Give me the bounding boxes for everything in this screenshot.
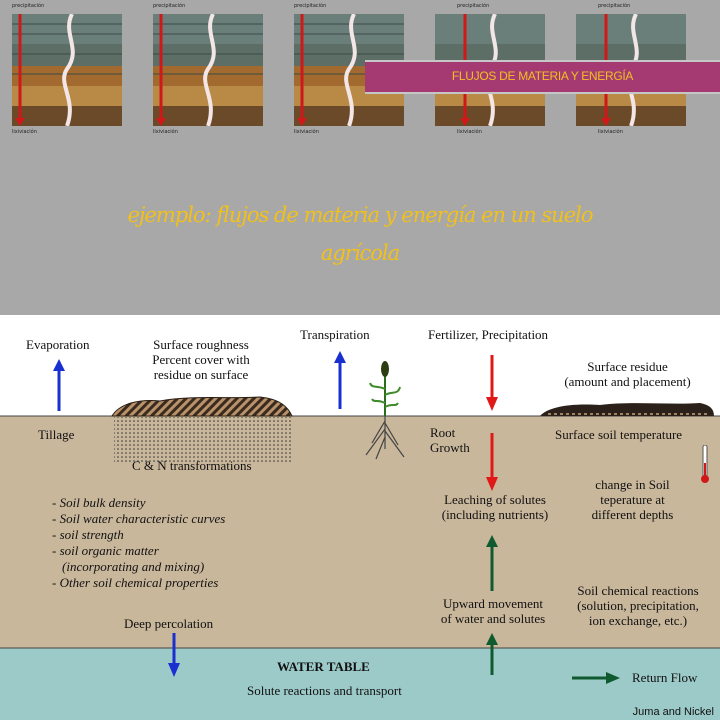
- slide-title-line-2: agrícola: [320, 241, 400, 265]
- figure-credit: Juma and Nickel: [632, 706, 714, 718]
- cn-transformations-label: C & N transformations: [132, 458, 252, 473]
- thumbnail-bottom-caption: lixiviación: [294, 129, 319, 135]
- deep-percolation-arrow-icon: [168, 633, 180, 677]
- thumbnail-top-caption: precipitación: [294, 3, 327, 9]
- surface-soil-temperature-label: Surface soil temperature: [555, 427, 683, 442]
- slide-title: ejemplo: flujos de materia y energía en …: [90, 196, 630, 272]
- soil-chemical-reactions-label: Soil chemical reactions (solution, preci…: [577, 583, 699, 628]
- thumbnail-top-caption: precipitación: [12, 3, 45, 9]
- soil-profile-image: [12, 14, 122, 126]
- thumbnail-top-caption: precipitación: [457, 3, 490, 9]
- soil-properties-list: - Soil bulk density - Soil water charact…: [52, 495, 226, 590]
- root-growth-label: Root Growth: [430, 425, 470, 455]
- thumbnail-top-caption: precipitación: [598, 3, 631, 9]
- diagram-background: [0, 315, 720, 720]
- evaporation-arrow-icon: [53, 359, 65, 411]
- evaporation-label: Evaporation: [26, 337, 90, 352]
- leaching-label: Leaching of solutes (including nutrients…: [441, 492, 549, 522]
- surface-roughness-label: Surface roughness Percent cover with res…: [152, 337, 250, 382]
- thumbnail-top-caption: precipitación: [153, 3, 186, 9]
- plant-icon: [365, 361, 405, 460]
- water-table-label: WATER TABLE: [277, 659, 370, 674]
- soil-profile-image: [153, 14, 263, 126]
- leaching-arrow-icon: [486, 433, 498, 491]
- soil-profile-thumbnail: precipitación lixiviación: [4, 4, 128, 150]
- banner-title: FLUJOS DE MATERIA Y ENERGÍA: [451, 69, 634, 83]
- thumbnail-bottom-caption: lixiviación: [598, 129, 623, 135]
- soil-temperature-depth-label: change in Soil teperature at different d…: [591, 477, 674, 522]
- fertilizer-arrow-icon: [486, 355, 498, 411]
- slide-header: precipitación lixiviación precipitación: [0, 0, 720, 315]
- soil-flux-diagram: Evaporation Surface roughness Percent co…: [0, 315, 720, 720]
- thumbnail-bottom-caption: lixiviación: [457, 129, 482, 135]
- capillary-rise-arrow-icon: [486, 633, 498, 675]
- return-flow-label: Return Flow: [632, 670, 698, 685]
- surface-residue-label: Surface residue (amount and placement): [564, 359, 691, 389]
- transpiration-arrow-icon: [334, 351, 346, 409]
- upward-movement-arrow-icon: [486, 535, 498, 591]
- thumbnail-bottom-caption: lixiviación: [153, 129, 178, 135]
- fertilizer-precipitation-label: Fertilizer, Precipitation: [428, 327, 549, 342]
- residue-mound: [111, 396, 293, 417]
- tilled-soil-zone: [114, 417, 292, 463]
- return-flow-arrow-icon: [572, 672, 620, 684]
- soil-profile-thumbnail: precipitación lixiviación: [145, 4, 269, 150]
- tillage-label: Tillage: [38, 427, 75, 442]
- deep-percolation-label: Deep percolation: [124, 616, 214, 631]
- transpiration-label: Transpiration: [300, 327, 370, 342]
- thumbnail-bottom-caption: lixiviación: [12, 129, 37, 135]
- slide-title-line-1: ejemplo: flujos de materia y energía en …: [127, 203, 593, 227]
- upward-movement-label: Upward movement of water and solutes: [440, 596, 546, 626]
- thermometer-icon: [701, 445, 709, 483]
- solute-reactions-label: Solute reactions and transport: [247, 683, 402, 698]
- surface-residue-layer: [540, 403, 714, 416]
- section-banner: FLUJOS DE MATERIA Y ENERGÍA: [365, 60, 720, 94]
